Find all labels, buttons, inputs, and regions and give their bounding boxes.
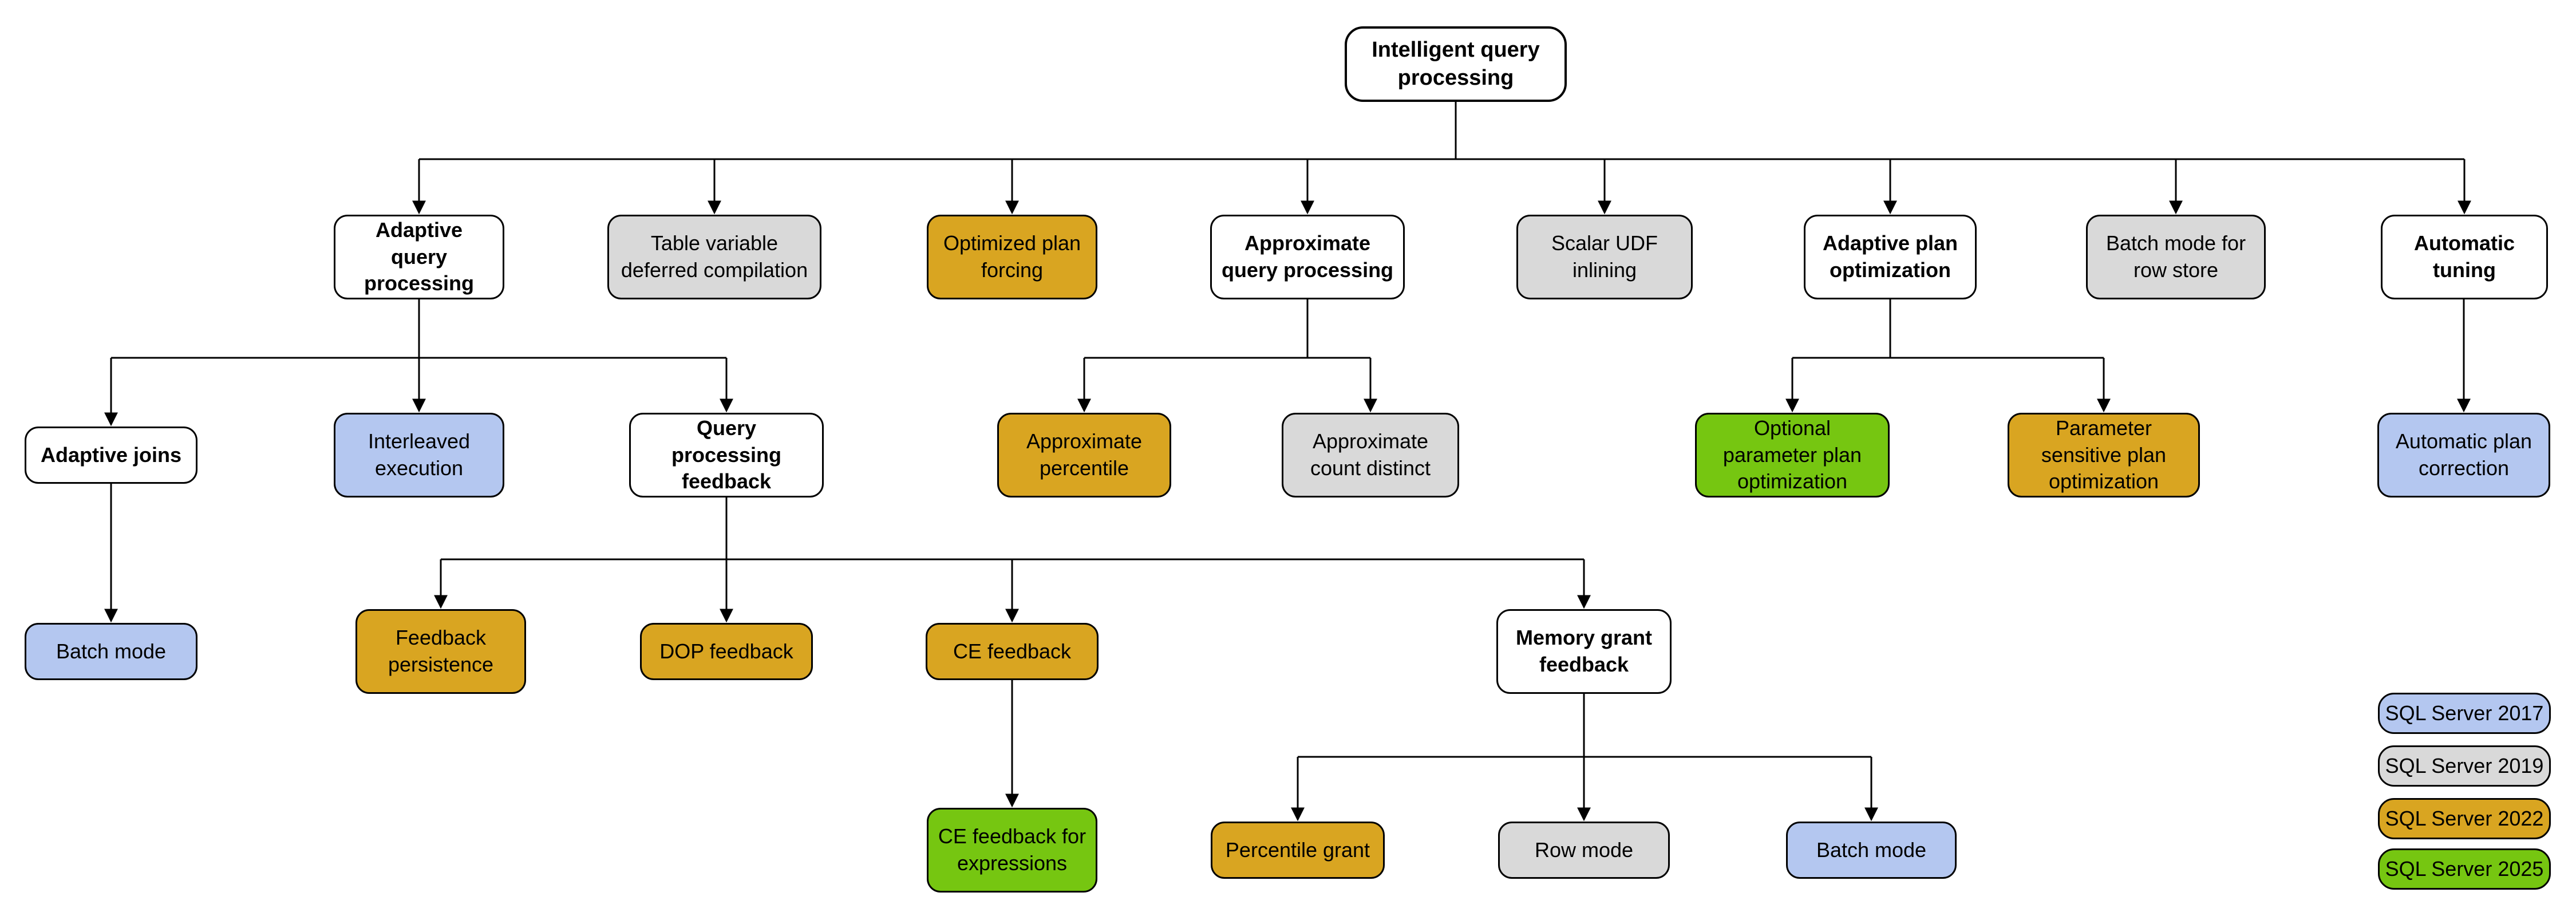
- node-batch-mode-memory-grant: Batch mode: [1786, 822, 1957, 879]
- node-label: Batch mode: [56, 639, 167, 663]
- node-optimized-plan-forcing: Optimized plan forcing: [927, 215, 1097, 299]
- node-dop-feedback: DOP feedback: [640, 623, 813, 680]
- node-approximate-count-distinct: Approximate count distinct: [1282, 413, 1459, 498]
- node-interleaved-execution: Interleaved execution: [334, 413, 504, 498]
- node-table-variable-deferred-compilation: Table variable deferred compilation: [607, 215, 821, 299]
- node-label: Interleaved execution: [368, 429, 471, 480]
- node-label: Parameter sensitive plan optimization: [2041, 416, 2167, 493]
- legend-label: SQL Server 2019: [2385, 754, 2544, 777]
- node-query-processing-feedback: Query processing feedback: [629, 413, 824, 498]
- node-label: Adaptive joins: [40, 443, 182, 467]
- legend-sql-server-2022: SQL Server 2022: [2378, 798, 2551, 839]
- node-label: CE feedback for expressions: [938, 824, 1086, 875]
- node-label: Batch mode for row store: [2105, 231, 2246, 282]
- node-label: Adaptive plan optimization: [1822, 231, 1958, 282]
- node-adaptive-plan-optimization: Adaptive plan optimization: [1804, 215, 1977, 299]
- legend-sql-server-2025: SQL Server 2025: [2378, 848, 2551, 890]
- node-feedback-persistence: Feedback persistence: [355, 609, 526, 694]
- legend-label: SQL Server 2017: [2385, 701, 2544, 725]
- node-label: Batch mode: [1816, 838, 1927, 862]
- node-label: Row mode: [1534, 838, 1634, 862]
- node-adaptive-query-processing: Adaptive query processing: [334, 215, 504, 299]
- node-parameter-sensitive-plan-optimization: Parameter sensitive plan optimization: [2008, 413, 2200, 498]
- node-label: Optimized plan forcing: [943, 231, 1081, 282]
- node-automatic-tuning: Automatic tuning: [2381, 215, 2548, 299]
- node-ce-feedback: CE feedback: [926, 623, 1099, 680]
- node-label: Approximate percentile: [1026, 429, 1143, 480]
- node-label: Intelligent query processing: [1372, 37, 1540, 90]
- node-memory-grant-feedback: Memory grant feedback: [1496, 609, 1672, 694]
- node-label: Automatic plan correction: [2395, 429, 2532, 480]
- node-label: Table variable deferred compilation: [621, 231, 808, 282]
- node-label: Percentile grant: [1225, 838, 1370, 862]
- node-percentile-grant: Percentile grant: [1211, 822, 1385, 879]
- legend-sql-server-2019: SQL Server 2019: [2378, 745, 2551, 787]
- legend-label: SQL Server 2025: [2385, 857, 2544, 881]
- node-label: Memory grant feedback: [1515, 626, 1653, 676]
- legend-label: SQL Server 2022: [2385, 807, 2544, 830]
- node-scalar-udf-inlining: Scalar UDF inlining: [1516, 215, 1693, 299]
- node-intelligent-query-processing: Intelligent query processing: [1345, 26, 1567, 102]
- node-label: DOP feedback: [659, 639, 793, 663]
- node-approximate-percentile: Approximate percentile: [997, 413, 1171, 498]
- node-label: Adaptive query processing: [364, 218, 475, 295]
- node-batch-mode-row-store: Batch mode for row store: [2086, 215, 2266, 299]
- node-label: Feedback persistence: [388, 626, 494, 676]
- node-label: Approximate count distinct: [1310, 429, 1431, 480]
- node-approximate-query-processing: Approximate query processing: [1210, 215, 1405, 299]
- node-label: Query processing feedback: [671, 416, 782, 493]
- node-batch-mode-adaptive-joins: Batch mode: [25, 623, 197, 680]
- node-ce-feedback-for-expressions: CE feedback for expressions: [927, 808, 1097, 893]
- node-automatic-plan-correction: Automatic plan correction: [2377, 413, 2550, 498]
- node-label: Automatic tuning: [2413, 231, 2515, 282]
- legend-sql-server-2017: SQL Server 2017: [2378, 693, 2551, 734]
- node-optional-parameter-plan-optimization: Optional parameter plan optimization: [1695, 413, 1890, 498]
- node-label: Optional parameter plan optimization: [1722, 416, 1862, 493]
- node-adaptive-joins: Adaptive joins: [25, 427, 197, 484]
- node-label: CE feedback: [953, 639, 1072, 663]
- node-row-mode: Row mode: [1498, 822, 1670, 879]
- node-label: Scalar UDF inlining: [1551, 231, 1658, 282]
- node-label: Approximate query processing: [1221, 231, 1394, 282]
